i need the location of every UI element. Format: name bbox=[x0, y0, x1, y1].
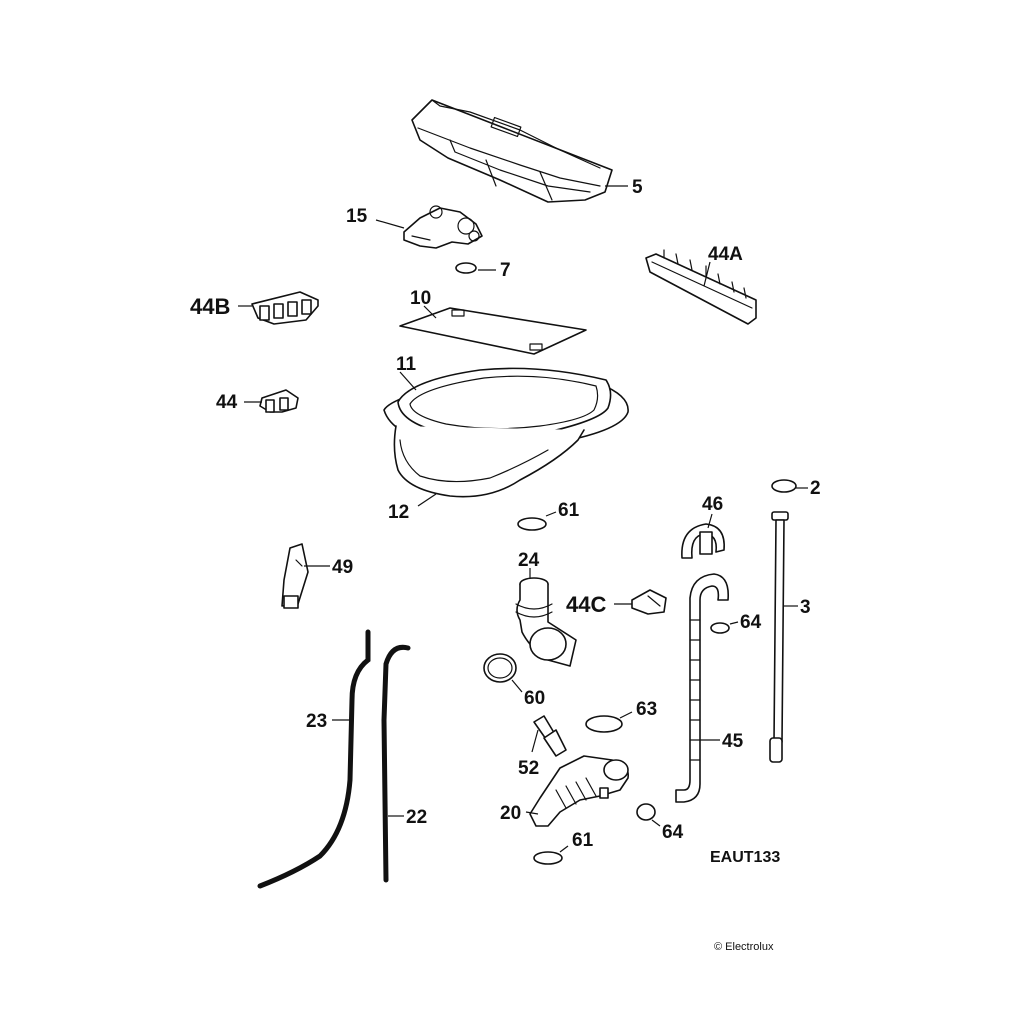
part-15-valve bbox=[375, 205, 483, 249]
part-44A-terminal-strip bbox=[645, 249, 757, 325]
part-12-tub-body bbox=[393, 425, 585, 507]
callout-64-lower: 64 bbox=[662, 822, 684, 843]
part-44B-connector bbox=[238, 291, 319, 325]
part-45-drain-hose bbox=[675, 573, 730, 803]
part-5-dispenser-housing bbox=[411, 99, 628, 203]
callout-60: 60 bbox=[524, 688, 545, 709]
drawing-code: EAUT133 bbox=[710, 849, 780, 866]
part-52-heater bbox=[531, 715, 567, 757]
callout-44: 44 bbox=[216, 392, 238, 413]
callout-52: 52 bbox=[518, 758, 539, 779]
callout-64-upper: 64 bbox=[740, 612, 762, 633]
callout-24: 24 bbox=[518, 550, 540, 571]
callout-46: 46 bbox=[702, 494, 723, 515]
callout-11: 11 bbox=[396, 354, 417, 375]
part-61-clip-upper bbox=[517, 511, 557, 531]
part-24-bellows bbox=[515, 568, 577, 667]
part-61-clip-lower bbox=[533, 845, 569, 865]
part-22-hose bbox=[381, 644, 411, 883]
part-2-cap bbox=[771, 479, 808, 493]
callout-10: 10 bbox=[410, 288, 431, 309]
callout-61-upper: 61 bbox=[558, 500, 580, 521]
callout-5: 5 bbox=[632, 177, 643, 198]
callout-15: 15 bbox=[346, 206, 368, 227]
part-10-lid-panel bbox=[399, 305, 587, 355]
callout-63: 63 bbox=[636, 699, 657, 720]
part-63-clamp bbox=[585, 711, 633, 733]
callout-44C: 44C bbox=[566, 592, 606, 617]
part-7-ring bbox=[455, 262, 496, 274]
callout-12: 12 bbox=[388, 502, 409, 523]
part-49-bracket bbox=[281, 543, 330, 609]
callout-2: 2 bbox=[810, 478, 821, 499]
callout-22: 22 bbox=[406, 807, 427, 828]
part-3-rod bbox=[769, 511, 798, 763]
callout-20: 20 bbox=[500, 803, 521, 824]
part-64-clamp-lower bbox=[636, 803, 661, 827]
callout-3: 3 bbox=[800, 597, 811, 618]
callout-7: 7 bbox=[500, 260, 511, 281]
callout-61-lower: 61 bbox=[572, 830, 594, 851]
part-46-hose-guide bbox=[681, 513, 725, 559]
part-60-ring bbox=[483, 653, 523, 693]
part-23-hose bbox=[257, 629, 371, 889]
copyright-notice: © Electrolux bbox=[714, 941, 774, 953]
callout-49: 49 bbox=[332, 557, 353, 578]
part-44-connector bbox=[244, 389, 299, 413]
callout-44B: 44B bbox=[190, 294, 230, 319]
callout-45: 45 bbox=[722, 731, 744, 752]
callout-44A: 44A bbox=[708, 244, 743, 265]
callout-23: 23 bbox=[306, 711, 327, 732]
part-20-sump-hose bbox=[525, 755, 629, 827]
part-44C-clip bbox=[614, 589, 667, 615]
part-64-clamp-upper bbox=[710, 621, 739, 634]
